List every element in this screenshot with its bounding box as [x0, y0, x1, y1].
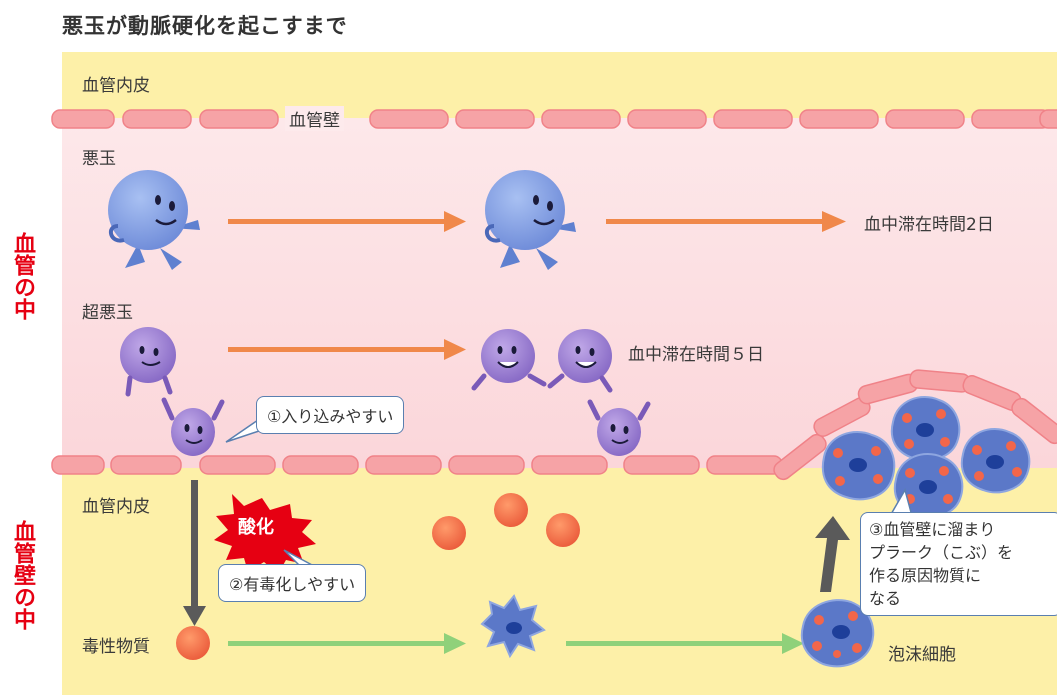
- label-foam-cell: 泡沫細胞: [888, 645, 956, 665]
- label-super-bad: 超悪玉: [82, 303, 133, 323]
- label-bad-stay: 血中滞在時間2日: [864, 215, 994, 235]
- side-label-in-wall: 血管壁の中: [10, 520, 35, 630]
- macrophage: [480, 594, 546, 659]
- oxidized-particles: [432, 493, 580, 550]
- label-endothelium-top: 血管内皮: [82, 76, 150, 96]
- plaque-arch-cells: [773, 369, 1057, 481]
- super-bad-character-1: [120, 327, 176, 397]
- label-endothelium-bottom: 血管内皮: [82, 497, 150, 517]
- label-vessel-wall: 血管壁: [285, 106, 344, 131]
- green-arrows: [228, 633, 804, 654]
- orange-arrows: [228, 211, 846, 360]
- grey-arrows: [183, 480, 850, 626]
- callout-plaque-cause: ③血管壁に溜まり プラーク（こぶ）を 作る原因物質に なる: [860, 512, 1057, 616]
- label-toxic-substance: 毒性物質: [82, 637, 150, 657]
- side-label-in-blood: 血管の中: [10, 232, 35, 320]
- plaque-cluster: [821, 396, 1031, 519]
- bad-cholesterol-character-1: [108, 170, 200, 270]
- label-oxidation: 酸化: [238, 517, 274, 538]
- page-title: 悪玉が動脈硬化を起こすまで: [62, 14, 348, 38]
- bottom-cell-row: [51, 455, 783, 475]
- blood-region: [62, 118, 1057, 468]
- toxic-substance-ball: [176, 626, 210, 660]
- super-bad-character-entering-2: [587, 399, 651, 456]
- callout-easily-toxic: ②有毒化しやすい: [218, 564, 367, 602]
- super-bad-character-2: [471, 329, 547, 391]
- label-bad: 悪玉: [82, 149, 116, 169]
- super-bad-character-3: [547, 329, 613, 393]
- callout-easily-enters: ①入り込みやすい: [256, 396, 405, 434]
- foam-cell: [800, 599, 875, 668]
- top-cell-row: [51, 109, 1057, 129]
- label-super-bad-stay: 血中滞在時間５日: [628, 345, 764, 365]
- super-bad-character-entering-1: [161, 397, 225, 456]
- bad-cholesterol-character-2: [484, 170, 576, 270]
